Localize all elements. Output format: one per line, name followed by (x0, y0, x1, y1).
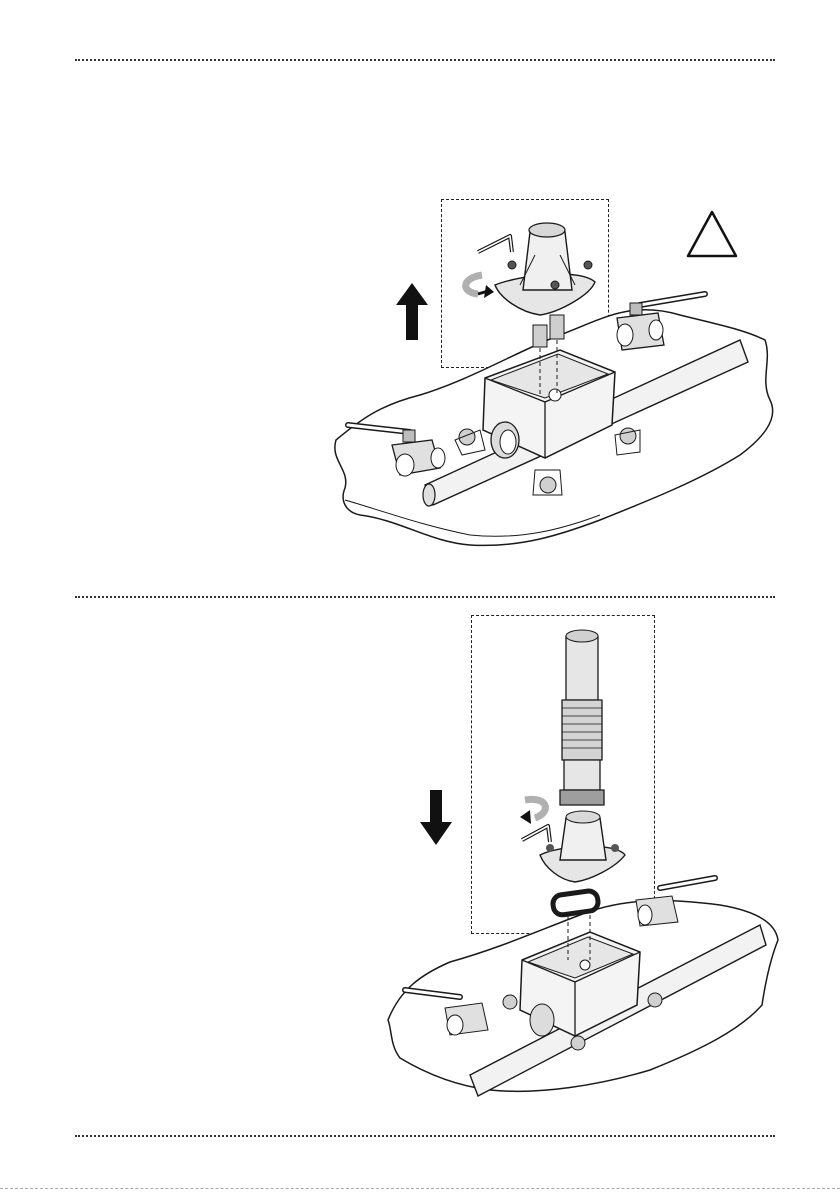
flange-housing-bottom (540, 811, 625, 882)
hex-key-icon-bottom (522, 826, 550, 842)
arrow-down-icon (420, 790, 452, 845)
extension-tube (560, 630, 604, 805)
rotate-cw-icon (520, 799, 545, 824)
seal-ring (552, 890, 599, 916)
